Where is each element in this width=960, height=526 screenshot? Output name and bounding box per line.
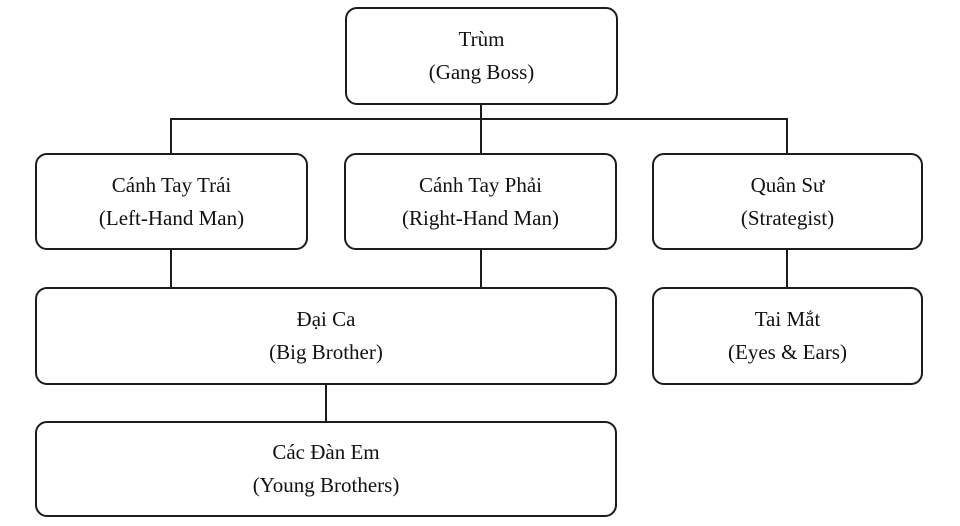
node-title: Cánh Tay Phải xyxy=(419,172,542,197)
node-subtitle: (Gang Boss) xyxy=(428,60,535,84)
node-gang-boss: Trùm (Gang Boss) xyxy=(345,7,618,105)
node-subtitle: (Right-Hand Man) xyxy=(402,205,559,230)
node-right-hand-man: Cánh Tay Phải (Right-Hand Man) xyxy=(344,153,617,250)
node-title: Cánh Tay Trái xyxy=(111,172,232,197)
node-title: Đại Ca xyxy=(296,307,356,331)
node-title: Tai Mắt xyxy=(754,307,821,331)
node-left-hand-man: Cánh Tay Trái (Left-Hand Man) xyxy=(35,153,308,250)
node-strategist: Quân Sư (Strategist) xyxy=(652,153,923,250)
node-subtitle: (Big Brother) xyxy=(269,340,383,364)
node-young-brothers: Các Đàn Em (Young Brothers) xyxy=(35,421,617,517)
node-title: Các Đàn Em xyxy=(272,440,380,464)
node-subtitle: (Young Brothers) xyxy=(252,473,400,497)
node-title: Trùm xyxy=(458,27,505,51)
node-subtitle: (Strategist) xyxy=(740,205,835,230)
node-eyes-and-ears: Tai Mắt (Eyes & Ears) xyxy=(652,287,923,385)
node-subtitle: (Left-Hand Man) xyxy=(98,205,245,230)
node-title: Quân Sư xyxy=(750,172,825,197)
node-subtitle: (Eyes & Ears) xyxy=(728,340,847,364)
node-big-brother: Đại Ca (Big Brother) xyxy=(35,287,617,385)
